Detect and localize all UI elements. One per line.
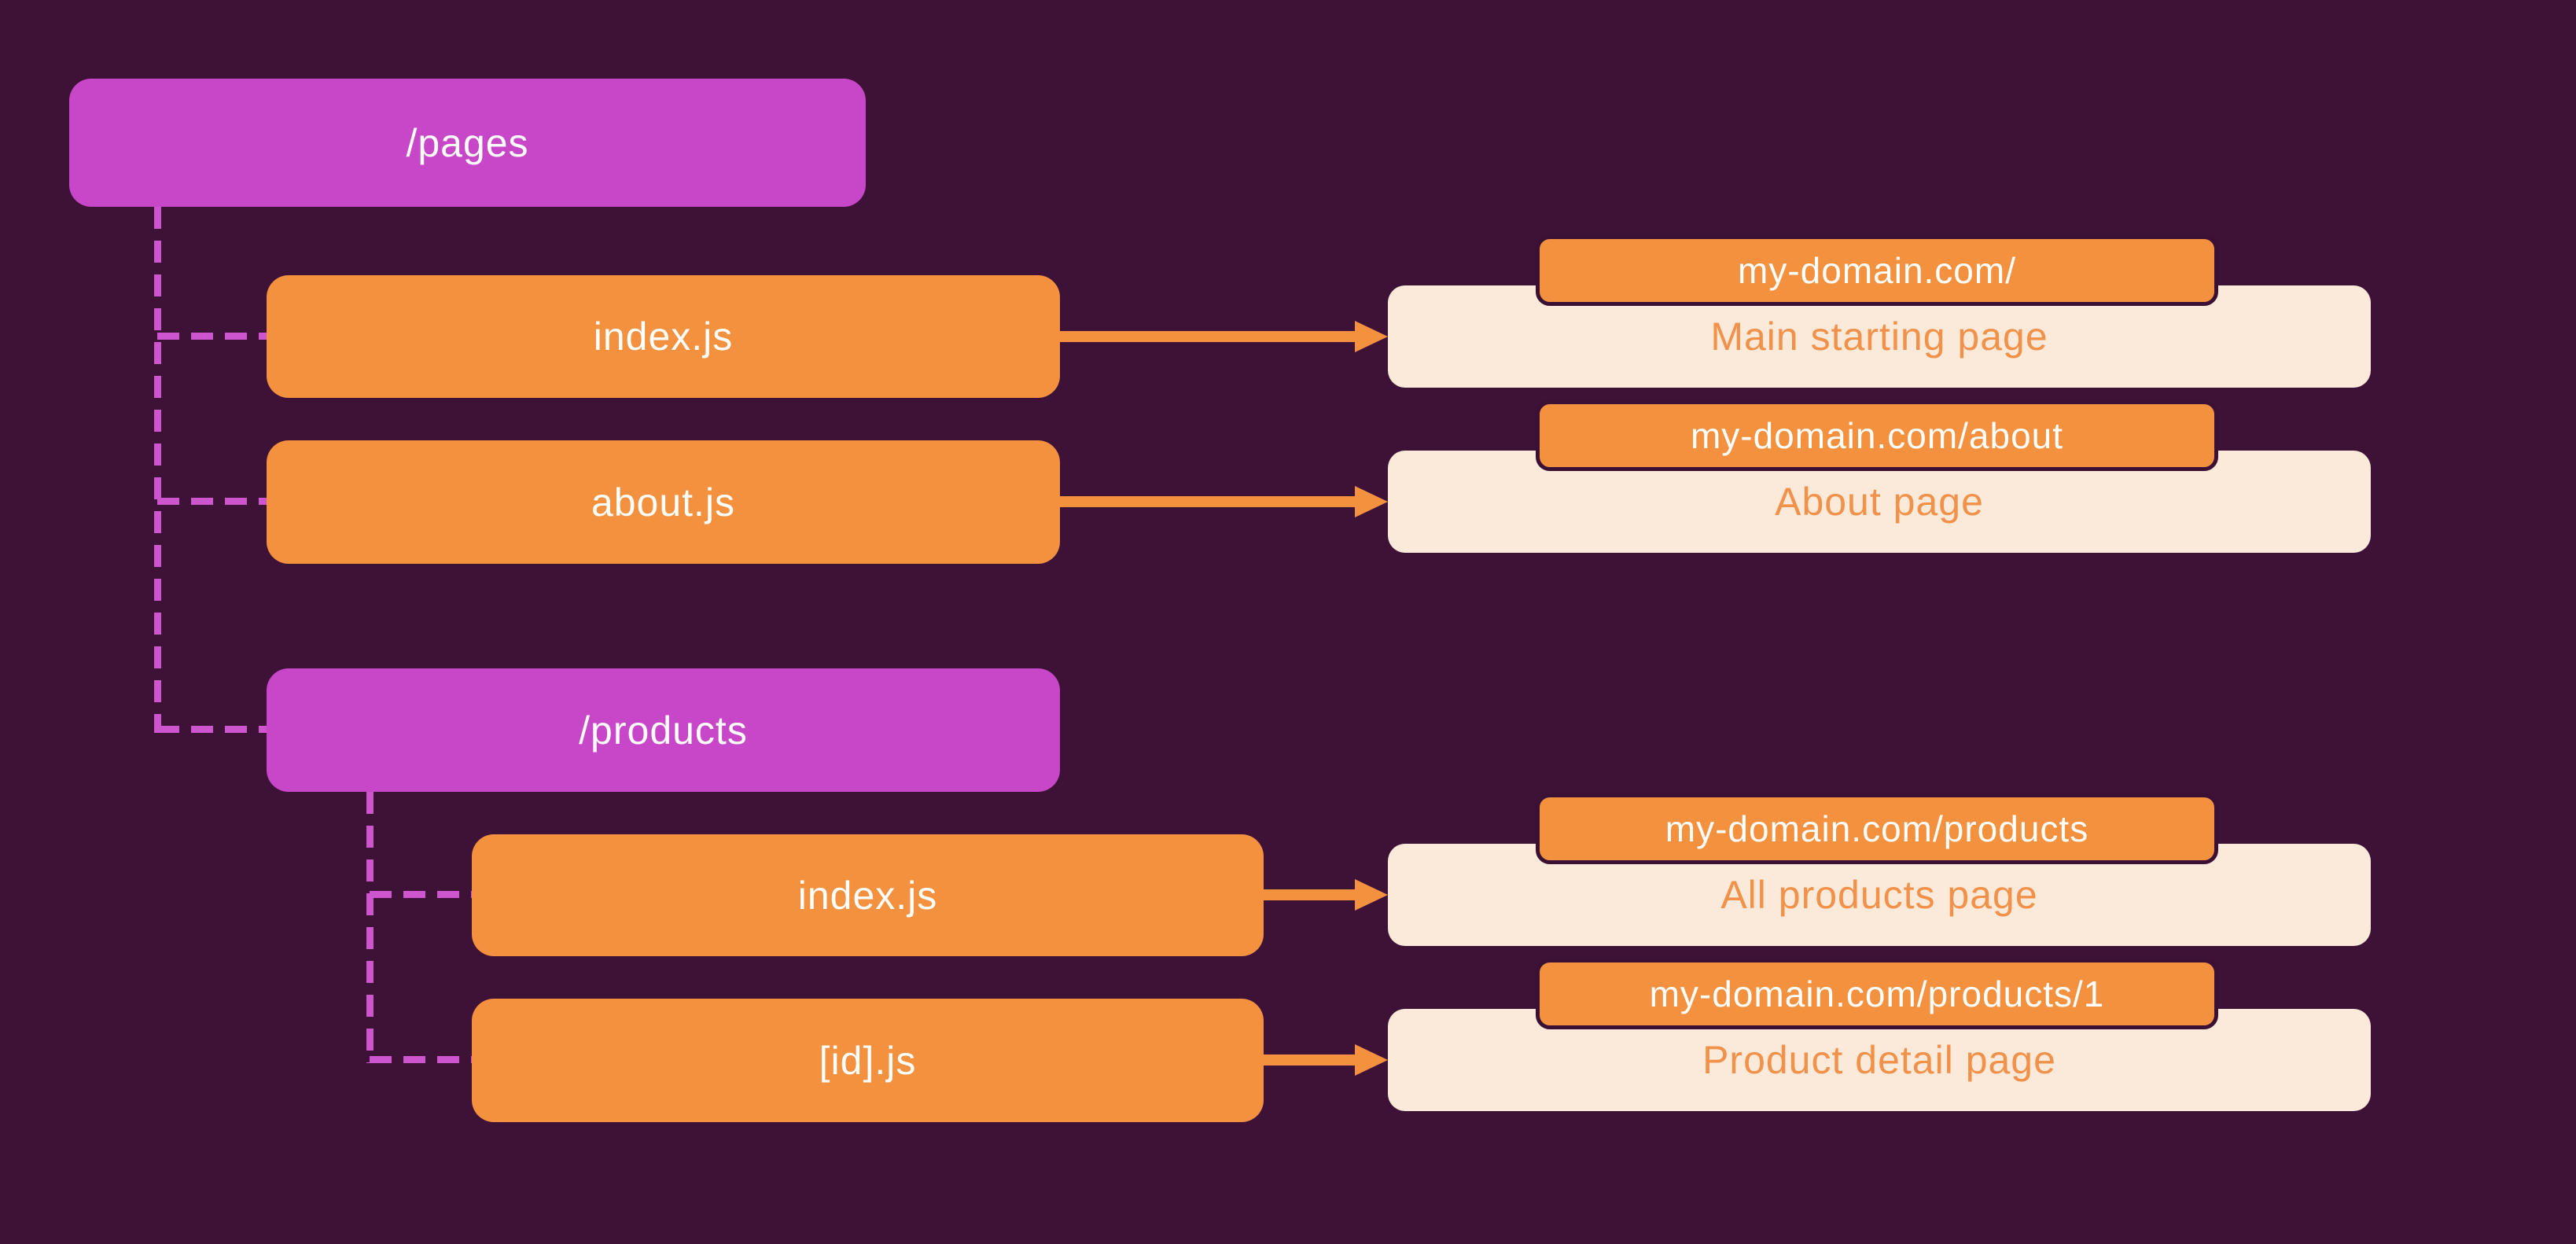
arrow-head-icon-home bbox=[1355, 321, 1388, 352]
tree-connector-products-id bbox=[370, 1056, 472, 1063]
tree-connector-pages-index bbox=[157, 333, 267, 340]
tree-connector-pages-about bbox=[157, 498, 267, 505]
url-badge-about: my-domain.com/about bbox=[1536, 400, 2218, 471]
arrow-head-icon-about bbox=[1355, 486, 1388, 517]
tree-connector-products-index bbox=[370, 891, 472, 898]
file-node-products-index: index.js bbox=[472, 834, 1264, 956]
url-badge-products-list: my-domain.com/products bbox=[1536, 793, 2218, 864]
arrow-head-icon-products-list bbox=[1355, 879, 1388, 911]
arrow-line-product-detail bbox=[1264, 1054, 1355, 1065]
arrow-line-home bbox=[1060, 331, 1355, 342]
file-node-pages-index: index.js bbox=[267, 275, 1060, 398]
file-node-pages-about: about.js bbox=[267, 440, 1060, 564]
tree-connector-pages-vertical bbox=[154, 207, 161, 733]
file-node-products-id: [id].js bbox=[472, 999, 1264, 1122]
tree-connector-pages-products bbox=[157, 726, 267, 733]
tree-connector-products-vertical bbox=[366, 792, 374, 1063]
url-badge-product-detail: my-domain.com/products/1 bbox=[1536, 959, 2218, 1029]
arrow-line-products-list bbox=[1264, 889, 1355, 900]
url-badge-home: my-domain.com/ bbox=[1536, 235, 2218, 306]
folder-node-products: /products bbox=[267, 668, 1060, 792]
arrow-line-about bbox=[1060, 496, 1355, 507]
arrow-head-icon-product-detail bbox=[1355, 1044, 1388, 1076]
folder-node-pages: /pages bbox=[69, 79, 866, 207]
